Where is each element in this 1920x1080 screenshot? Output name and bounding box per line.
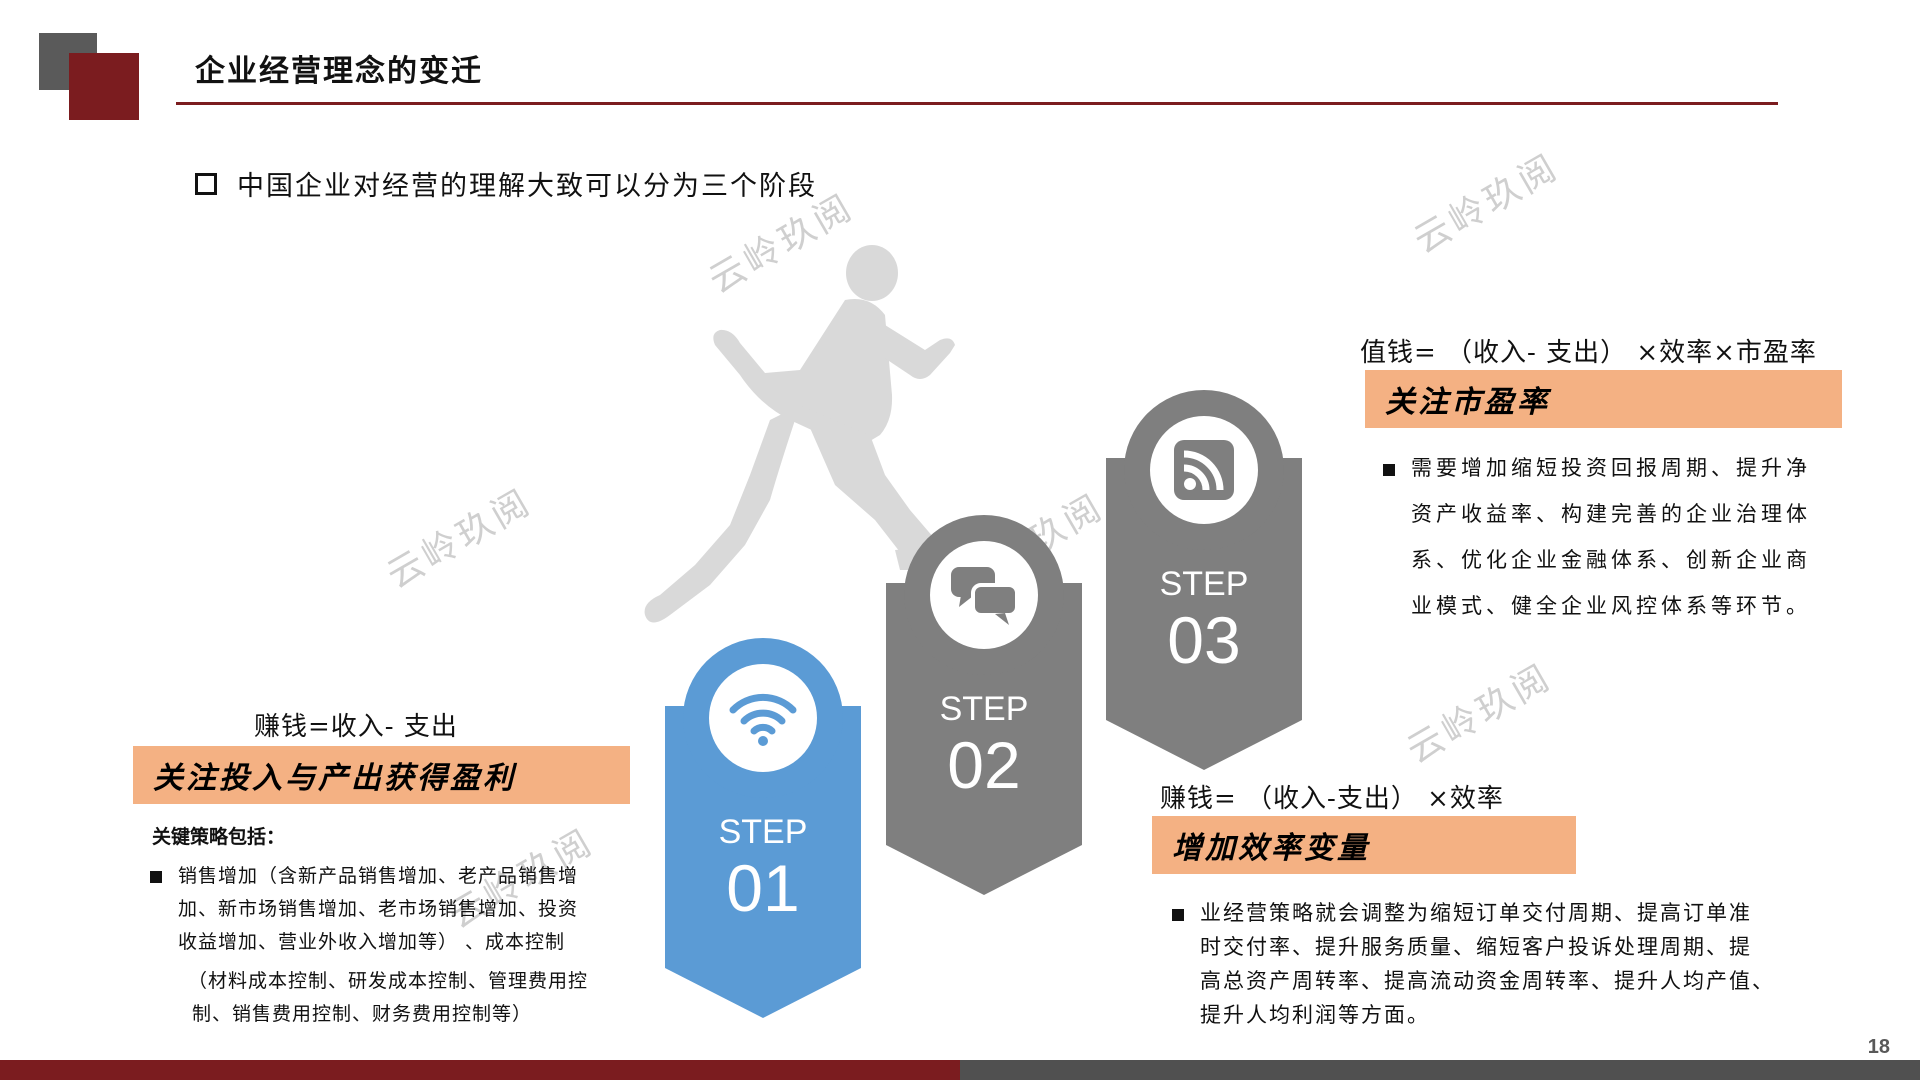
stage2-line: 高总资产周转率、提高流动资金周转率、提升人均产值、: [1200, 969, 1775, 993]
step-03-icon-circle: [1150, 416, 1258, 524]
stage1-strategy-title: 关键策略包括：: [152, 826, 286, 848]
stage1-line: 收益增加、营业外收入增加等） 、成本控制: [178, 931, 566, 953]
stage3-heading: 关注市盈率: [1365, 370, 1842, 428]
intro-text: 中国企业对经营的理解大致可以分为三个阶段: [237, 171, 817, 202]
stage3-line: 资产收益率、构建完善的企业治理体: [1411, 502, 1811, 526]
step-01-number: 01: [726, 851, 800, 925]
runner-silhouette-icon: [644, 245, 975, 623]
stage1-heading: 关注投入与产出获得盈利: [133, 746, 630, 804]
page-title: 企业经营理念的变迁: [195, 54, 483, 89]
stage1-formula: 赚钱=收入- 支出: [254, 712, 458, 742]
stage2-line: 时交付率、提升服务质量、缩短客户投诉处理周期、提: [1200, 935, 1752, 959]
stage3-line: 业模式、健全企业风控体系等环节。: [1411, 594, 1811, 618]
step-01-label: STEP: [718, 813, 808, 851]
step-02-icon-circle: [930, 541, 1038, 649]
square-bullet-icon: [150, 871, 162, 883]
step-03-label: STEP: [1159, 565, 1249, 603]
watermark: 云岭玖阅: [1407, 146, 1567, 262]
step-03-marker: STEP 03: [1106, 390, 1302, 770]
stage2-heading: 增加效率变量: [1152, 816, 1576, 874]
stage1-line: 加、新市场销售增加、老市场销售增加、投资: [178, 898, 579, 920]
stage2-heading-text: 增加效率变量: [1172, 831, 1370, 866]
page-number: 18: [1867, 1036, 1890, 1058]
chat-bubbles-icon: [951, 567, 1019, 625]
stage3-line: 需要增加缩短投资回报周期、提升净: [1411, 456, 1811, 480]
title-divider: [176, 102, 1778, 105]
watermark: 云岭玖阅: [380, 481, 540, 597]
footer-bar-red: [0, 1060, 960, 1080]
stage1-line: 销售增加（含新产品销售增加、老产品销售增: [178, 865, 579, 887]
stage2-description: 业经营策略就会调整为缩短订单交付周期、提高订单准 时交付率、提升服务质量、缩短客…: [1172, 896, 1832, 1032]
square-bullet-icon: [1383, 463, 1395, 476]
stage3-formula: 值钱= （收入- 支出） ×效率×市盈率: [1360, 338, 1817, 368]
step-03-number: 03: [1167, 603, 1241, 677]
step-02-number: 02: [947, 728, 1021, 802]
stage3-heading-text: 关注市盈率: [1385, 385, 1550, 420]
logo-square-red: [69, 53, 139, 120]
footer-bar-gray: [960, 1060, 1920, 1080]
step-02-marker: STEP 02: [886, 515, 1082, 895]
step-01-icon-circle: [709, 664, 817, 772]
stage1-line: 制、销售费用控制、财务费用控制等）: [192, 1003, 533, 1025]
rss-icon: [1174, 440, 1234, 500]
stage3-description: 需要增加缩短投资回报周期、提升净 资产收益率、构建完善的企业治理体 系、优化企业…: [1383, 445, 1833, 629]
stage1-heading-text: 关注投入与产出获得盈利: [153, 761, 516, 796]
stage2-line: 提升人均利润等方面。: [1200, 1003, 1430, 1027]
stage3-line: 系、优化企业金融体系、创新企业商: [1411, 548, 1811, 572]
stage1-description: 销售增加（含新产品销售增加、老产品销售增 加、新市场销售增加、老市场销售增加、投…: [150, 860, 630, 1031]
watermark: 云岭玖阅: [1400, 656, 1560, 772]
stage1-line: （材料成本控制、研发成本控制、管理费用控: [188, 970, 589, 992]
wifi-icon: [729, 693, 797, 746]
step-02-label: STEP: [939, 690, 1029, 728]
square-bullet-icon: [1172, 908, 1184, 921]
intro-bullet: 中国企业对经营的理解大致可以分为三个阶段: [195, 164, 817, 203]
hollow-square-bullet-icon: [195, 172, 217, 195]
step-01-marker: STEP 01: [665, 638, 861, 1018]
stage2-line: 业经营策略就会调整为缩短订单交付周期、提高订单准: [1200, 901, 1752, 925]
stage2-formula: 赚钱= （收入-支出） ×效率: [1160, 784, 1504, 814]
